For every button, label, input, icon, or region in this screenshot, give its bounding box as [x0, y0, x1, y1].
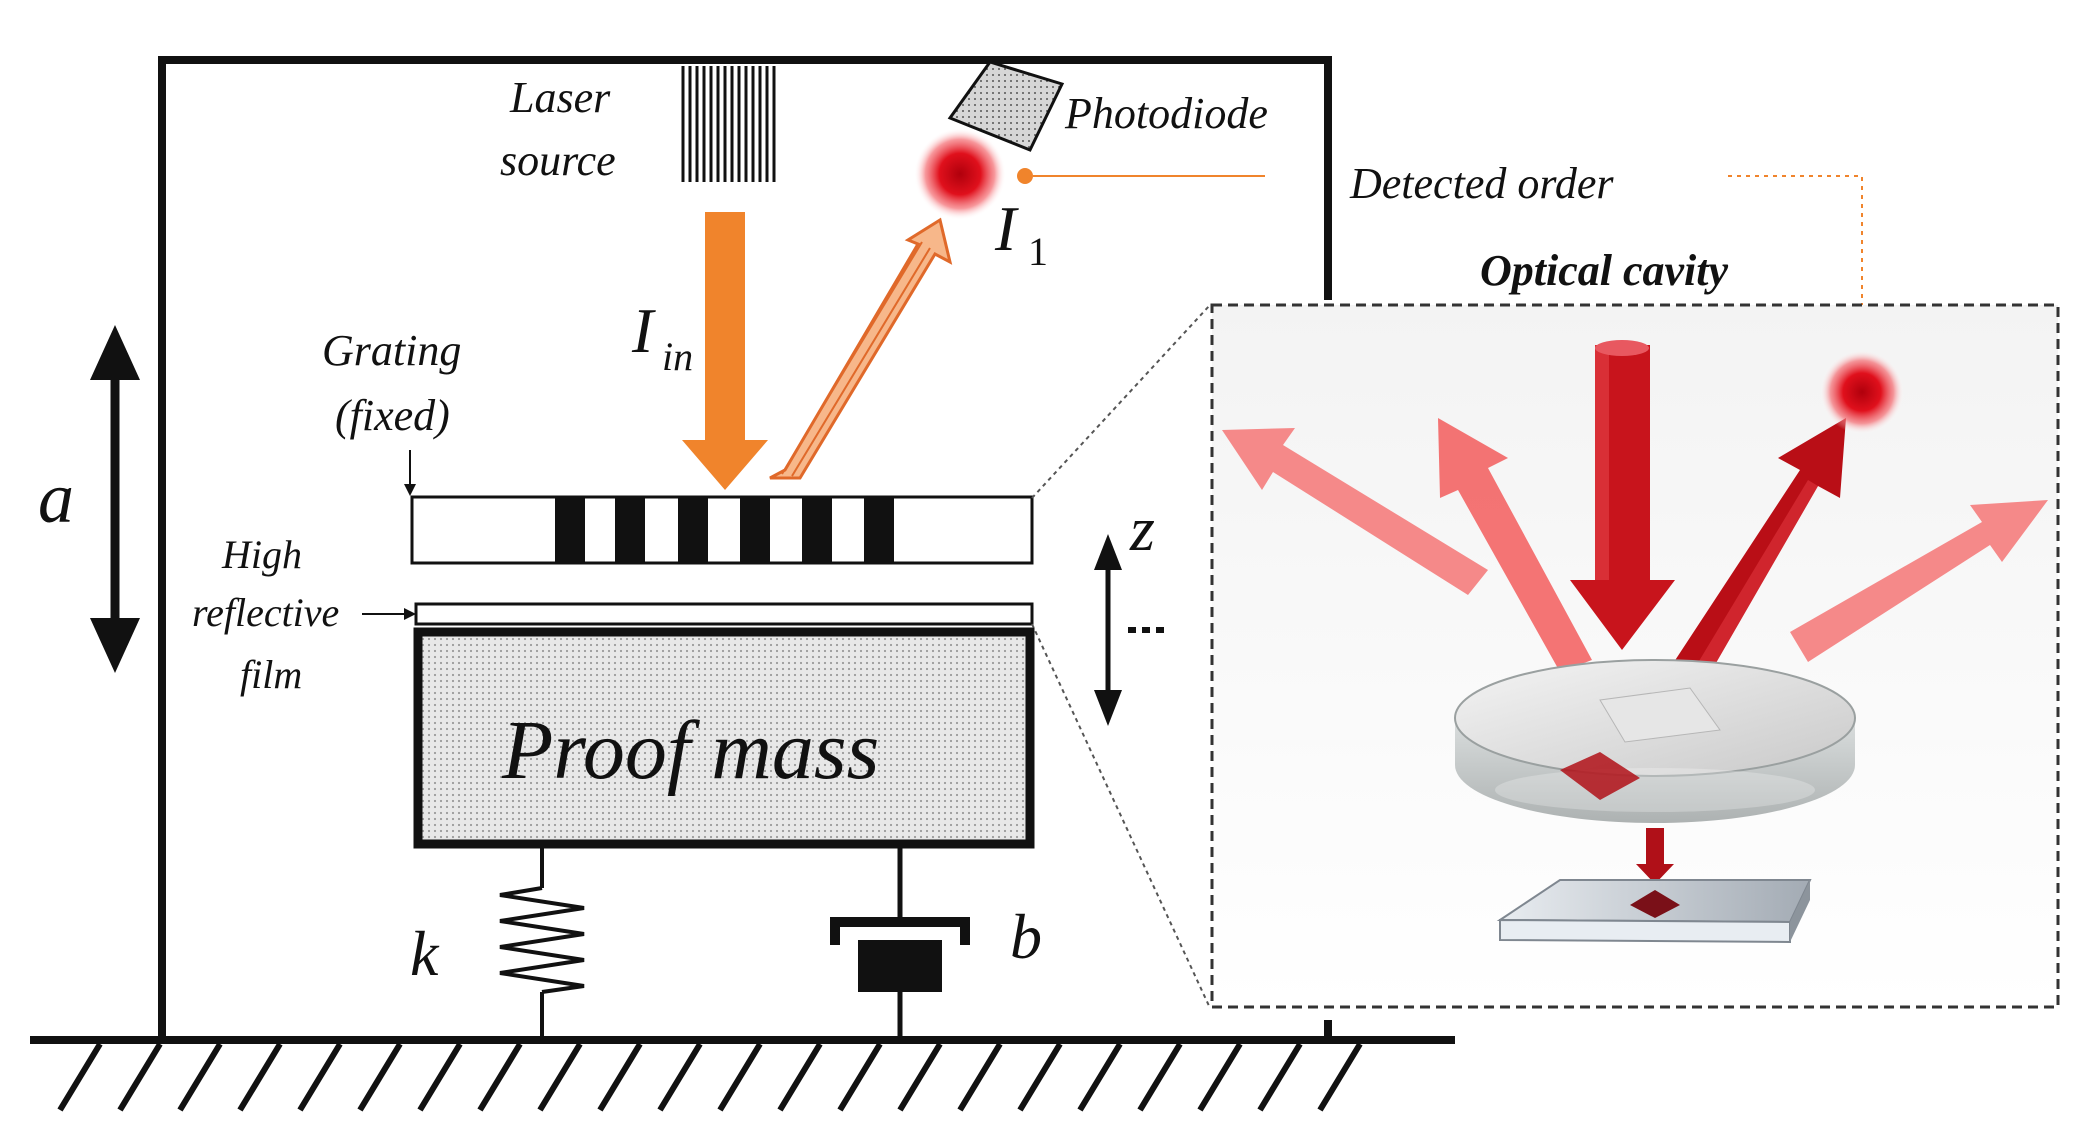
grating-pointer: [404, 450, 416, 496]
i1-symbol: I: [994, 193, 1019, 264]
cavity-reflective-plate: [1496, 879, 1812, 944]
reflected-beam-arrow: [769, 217, 953, 480]
film-label-line2: reflective: [192, 590, 339, 635]
spring-icon: [499, 848, 585, 1040]
grating-label-line1: Grating: [322, 326, 461, 375]
grating-label-line2: (fixed): [335, 391, 450, 440]
damping-coefficient-label: b: [1010, 901, 1042, 972]
outer-right-diffracted-beam: [1790, 500, 2048, 662]
photodiode-label: Photodiode: [1064, 89, 1268, 138]
film-label-line1: High: [221, 532, 302, 577]
cavity-reflected-beam: [1670, 418, 1846, 682]
iin-symbol: I: [631, 295, 656, 366]
acceleration-arrow: [90, 325, 140, 673]
cavity-incident-beam: [1570, 340, 1675, 650]
acceleration-label: a: [38, 458, 74, 538]
housing-frame: [158, 56, 1332, 1040]
displacement-arrow: [1094, 534, 1168, 726]
optical-cavity-title: Optical cavity: [1480, 246, 1728, 295]
detected-order-label: Detected order: [1349, 159, 1614, 208]
zoom-line-top: [1031, 304, 1211, 499]
iin-subscript: in: [662, 334, 693, 379]
optical-cavity-inset: [1210, 303, 2060, 1009]
film-label-line3: film: [240, 652, 302, 697]
laser-source-icon: [680, 66, 776, 182]
photodiode-icon: [947, 60, 1065, 152]
incident-beam-arrow: [682, 212, 768, 490]
ground-hatching: [57, 1042, 1363, 1112]
cavity-detected-spot-icon: [1820, 350, 1904, 434]
cavity-transmitted-beam: [1636, 828, 1674, 884]
laser-source-label-line1: Laser: [509, 73, 611, 122]
detected-order-marker: [1017, 168, 1033, 184]
inner-left-diffracted-beam: [1438, 418, 1592, 672]
cavity-grating-disc: [1454, 659, 1856, 823]
detected-spot-icon: [914, 128, 1006, 220]
i1-subscript: 1: [1028, 229, 1048, 274]
damper-icon: [830, 848, 970, 1040]
proof-mass-block: [413, 627, 1035, 849]
spring-constant-label: k: [410, 918, 440, 989]
zoom-line-bottom: [1031, 623, 1211, 1009]
film-pointer: [362, 608, 416, 620]
reflective-film: [414, 602, 1034, 626]
laser-source-label-line2: source: [500, 136, 616, 185]
proof-mass-label: Proof mass: [501, 704, 879, 797]
grating-plate: [410, 495, 1034, 565]
outer-left-diffracted-beam: [1222, 428, 1488, 595]
displacement-label: z: [1129, 493, 1155, 564]
